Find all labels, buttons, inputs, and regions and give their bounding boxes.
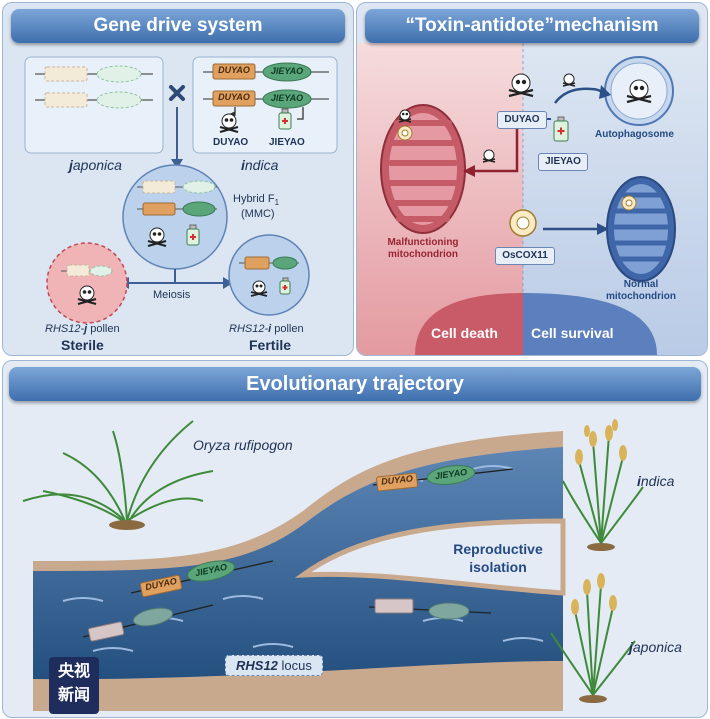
indica-label: indica [637,473,674,489]
antidote-bottle-icon [553,116,569,142]
japonica-label: japonica [69,157,122,173]
locus-text: locus [277,658,312,673]
arrow-down-icon [171,159,183,169]
duyao-caption: DUYAO [213,137,249,148]
evolution-panel: Evolutionary trajectory Oryza rufipogon … [2,360,708,718]
hybrid-circle [122,164,228,270]
meiosis-label: Meiosis [153,289,191,301]
oscox11-tag: OsCOX11 [495,247,555,265]
mechanism-diagram [357,43,707,355]
japonica-rest: aponica [72,157,122,173]
fertile-pollen-circle [228,234,310,316]
rhs12-i-pollen-label: RHS12-i pollen [229,323,304,335]
autophagosome-label: Autophagosome [595,129,674,140]
rhs12-locus-label: RHS12 locus [225,655,323,676]
malfunctioning-label-line2: mitochondrion [388,249,458,260]
duyao-tag: DUYAO [497,111,547,129]
malfunctioning-label-line1: Malfunctioning [387,237,459,248]
rhs12-j-suffix: pollen [87,323,120,335]
indica-duyao-gene-label: DUYAO [218,65,250,75]
hybrid-text: Hybrid F [233,193,275,205]
logo-line2: 新闻 [57,687,90,704]
japonica-initial: j [69,157,73,173]
fertile-label: Fertile [249,337,292,353]
indica-initial: i [637,473,641,489]
logo-line1: 央视 [57,663,90,680]
hybrid-mmc-label: (MMC) [241,208,275,220]
rhs12-i-prefix: RHS12- [229,323,269,335]
indica-rice-plant-icon [562,419,644,551]
indica-label: indica [241,157,278,173]
cross-icon [169,85,185,101]
reproductive-isolation-line2: isolation [469,559,527,575]
mechanism-title: “Toxin-antidote”mechanism [365,9,699,43]
cell-death-label: Cell death [431,325,498,341]
indica-duyao-gene-label-2: DUYAO [218,92,250,102]
japonica-gene-placeholder [44,66,88,82]
indica-jieyao-gene-label: JIEYAO [270,66,304,76]
gene-drive-panel: Gene drive system DUYAO JIEYAO DUYAO JIE… [2,2,354,356]
japonica-rice-plant-icon [550,573,636,703]
japonica-label: japonica [629,639,682,655]
normal-label-line1: Normal [623,279,659,290]
sterile-label: Sterile [61,337,104,353]
reproductive-isolation-line1: Reproductive [453,541,543,557]
indica-rest: ndica [640,473,675,489]
wild-rice-plant-icon [22,420,214,522]
mechanism-panel: “Toxin-antidote”mechanism DUYAO JIEYAO O… [356,2,708,356]
oscox11-protein-icon [509,209,537,237]
indica-initial: i [241,157,245,173]
jieyao-caption: JIEYAO [269,137,305,148]
normal-label-line2: mitochondrion [606,291,676,302]
cctv-news-logo: 央视 新闻 [49,657,99,714]
rhs12-j-letter: j [84,323,88,335]
rhs12-j-prefix: RHS12- [45,323,85,335]
sterile-pollen-circle [46,242,128,324]
skull-icon [219,113,239,133]
hybrid-subscript: 1 [274,198,280,208]
rhs12-j-pollen-label: RHS12-j pollen [45,323,120,335]
japonica-initial: j [629,639,633,655]
antidote-bottle-icon [278,108,292,130]
rhs12-text: RHS12 [236,658,278,673]
hybrid-label: Hybrid F1 [233,193,279,207]
indica-rest: ndica [244,157,279,173]
oryza-rufipogon-label: Oryza rufipogon [193,437,293,453]
indica-jieyao-gene-label-2: JIEYAO [270,93,304,103]
gene-drive-title: Gene drive system [11,9,345,43]
evolution-diagram [22,419,644,711]
skull-icon [508,73,534,98]
rhs12-i-letter: i [268,323,272,335]
jieyao-tag: JIEYAO [538,153,588,171]
cell-survival-label: Cell survival [531,325,614,341]
gene-drive-diagram [24,56,338,324]
evolution-title: Evolutionary trajectory [9,367,701,401]
japonica-rest: aponica [632,639,682,655]
rhs12-i-suffix: pollen [271,323,304,335]
